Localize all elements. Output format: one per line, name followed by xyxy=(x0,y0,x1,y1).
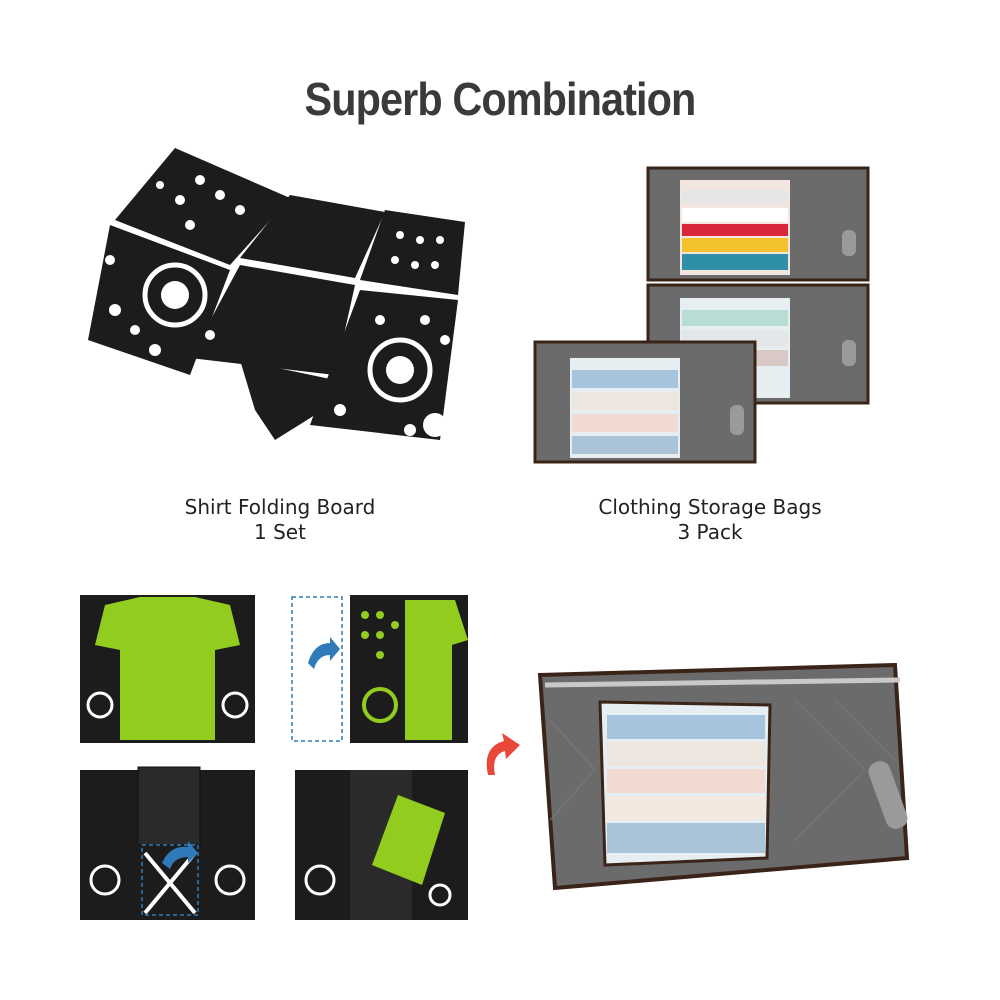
product-quantity: 3 Pack xyxy=(677,520,743,544)
product-quantity: 1 Set xyxy=(254,520,306,544)
step-4-panel xyxy=(295,770,468,920)
step-2-panel xyxy=(291,595,468,743)
product-name: Shirt Folding Board xyxy=(184,495,376,519)
folding-steps-image xyxy=(80,595,468,920)
storage-bags-stack-image xyxy=(533,166,870,464)
arrow-icon xyxy=(486,733,520,775)
folding-board-caption: Shirt Folding Board 1 Set xyxy=(160,495,400,545)
storage-bags-caption: Clothing Storage Bags 3 Pack xyxy=(580,495,840,545)
folding-board-image xyxy=(88,148,465,440)
step-3-panel xyxy=(80,766,255,920)
step-1-panel xyxy=(80,595,255,743)
page-title: Superb Combination xyxy=(304,73,697,125)
storage-bag-large-image xyxy=(537,662,910,891)
product-name: Clothing Storage Bags xyxy=(598,495,822,519)
